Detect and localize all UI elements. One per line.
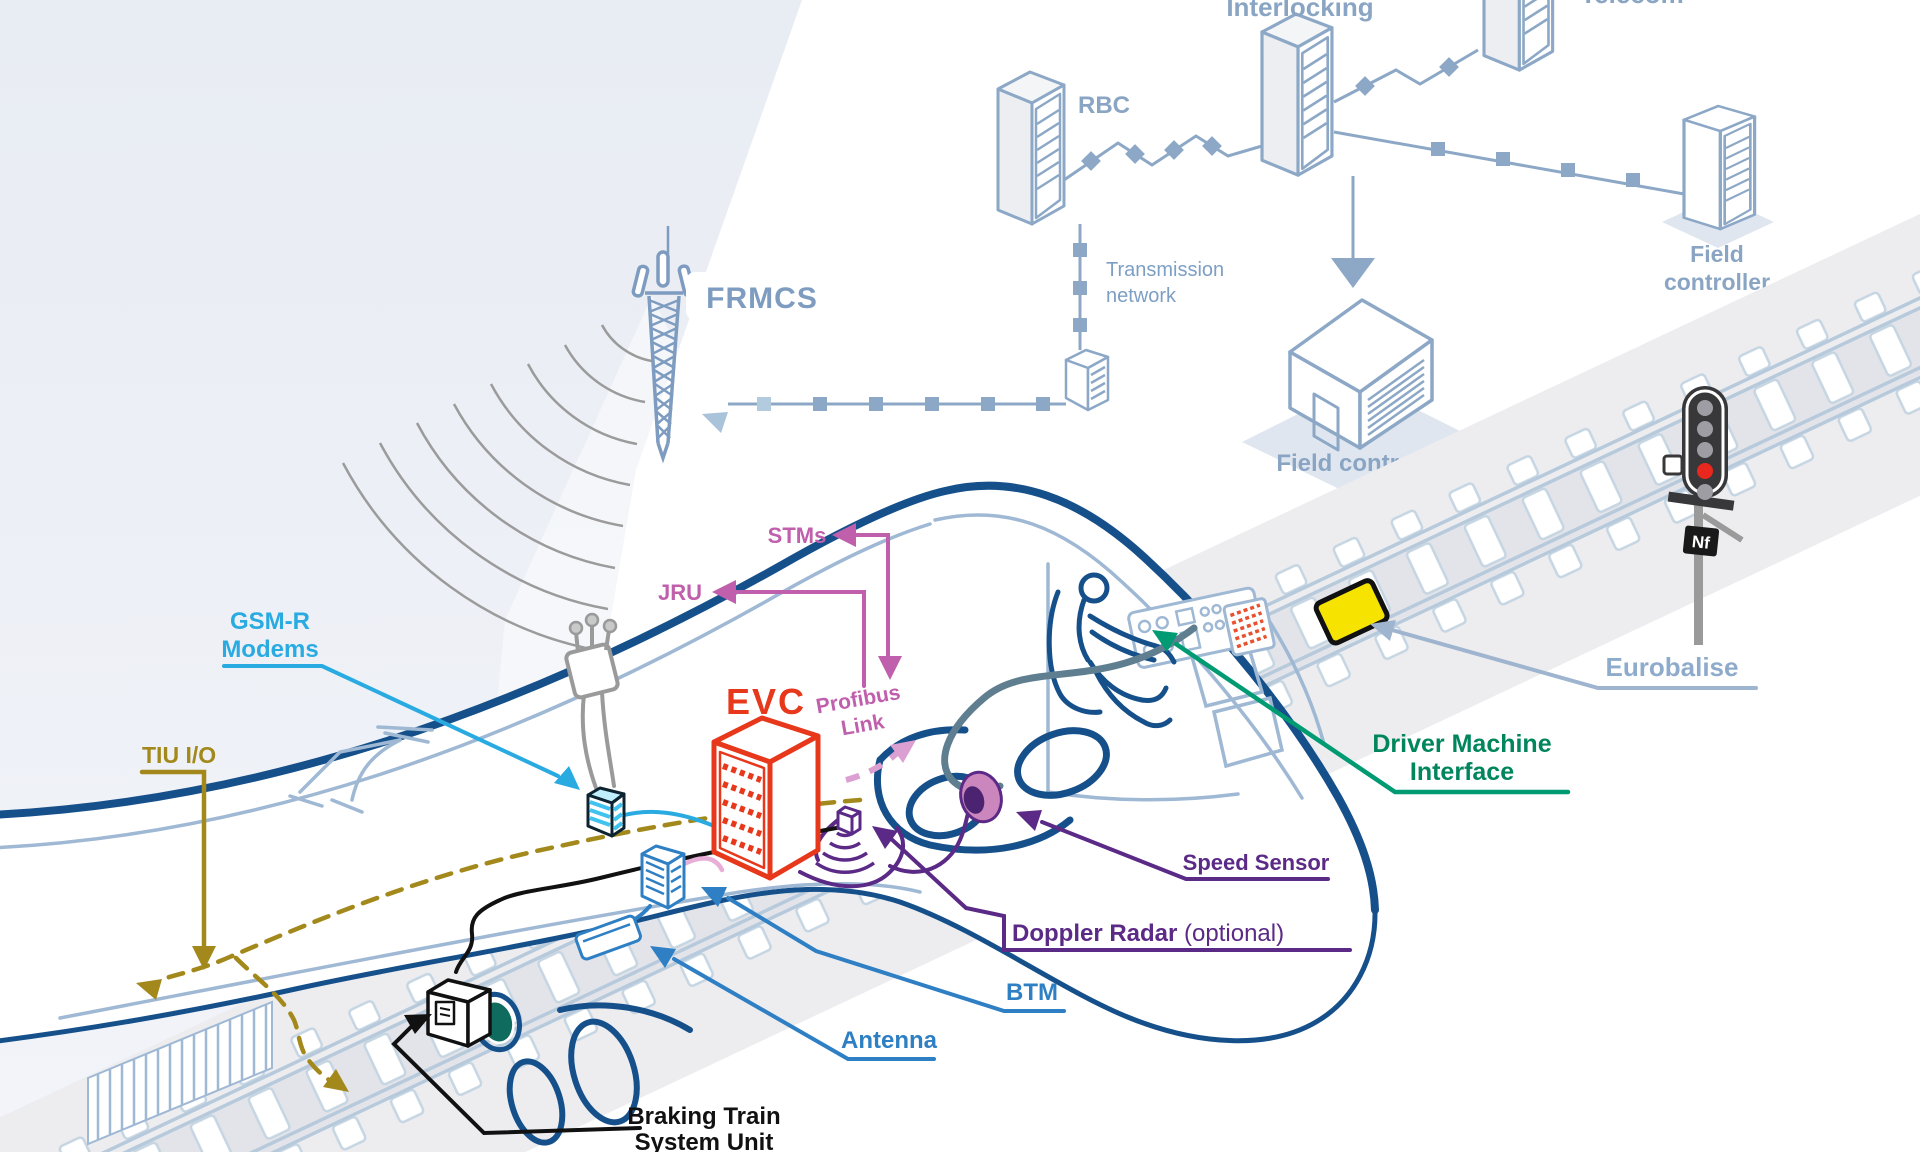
gsmr-pointer — [222, 664, 560, 778]
wheel-icon — [506, 1058, 566, 1146]
braking-unit-icon — [426, 978, 492, 1048]
doppler-arrow-icon — [872, 826, 898, 849]
field-controller-rack-label-1: Field — [1690, 241, 1744, 267]
gsmr-evc-cable — [618, 809, 716, 828]
dmi-pointer — [1173, 641, 1571, 795]
evc-label: EVC — [726, 681, 806, 722]
signal-lamp-off — [1697, 421, 1713, 437]
tiu-pointer — [139, 769, 207, 949]
tiu-branch-right-arrow-icon — [323, 1069, 349, 1092]
braking-pointer — [391, 1024, 642, 1136]
signal-lamp-red — [1697, 463, 1713, 479]
speed-sensor-pointer — [1040, 820, 1330, 881]
doppler-cable — [798, 826, 905, 889]
nf-plate-label: Nf — [1691, 532, 1711, 553]
to-building-arrow-icon — [1331, 258, 1375, 288]
tiu-branch-right — [233, 955, 335, 1085]
wheel-icon — [1014, 727, 1110, 799]
profibus-pointers — [712, 523, 916, 783]
rbc-label: RBC — [1078, 92, 1130, 119]
tiu-bus-dashed — [229, 797, 863, 959]
stm-down-arrow-icon — [878, 656, 902, 680]
btm-arrow-icon — [701, 887, 727, 907]
antenna-arrow-icon — [650, 946, 676, 968]
field-controller-building-icon — [1288, 298, 1434, 452]
nf-plate — [1682, 525, 1720, 557]
btm-label: BTM — [1006, 979, 1058, 1006]
btm-evc-cable — [681, 856, 725, 873]
speed-sensor-arrow-icon — [1016, 810, 1042, 831]
driver-figure-icon — [1046, 572, 1177, 729]
transmission-node-icon — [1064, 348, 1110, 412]
tiu-arrow-icon — [192, 946, 216, 970]
signal-lamp-off — [1697, 400, 1713, 416]
gsmr-modem-icon — [586, 786, 626, 838]
frmcs-label: FRMCS — [706, 282, 818, 315]
eurobalise-pointer — [1390, 628, 1758, 690]
tiu-branch-left-arrow-icon — [136, 979, 162, 1000]
eurobalise-label: Eurobalise — [1606, 652, 1739, 682]
train — [0, 481, 1379, 1146]
interlocking-label: Interlocking — [1226, 0, 1373, 22]
stms-label: STMs — [768, 523, 827, 548]
signal-lamp-off — [1697, 484, 1713, 500]
gsmr-arrow-icon — [554, 766, 580, 790]
btm-unit-icon — [640, 844, 686, 910]
dmi-screen-icon — [1222, 597, 1276, 657]
antenna-pointer — [672, 957, 936, 1061]
doppler-pointer — [886, 834, 1352, 952]
speed-sensor-icon — [959, 770, 1003, 824]
train-underframe-outline — [0, 886, 1378, 1044]
gsmr-modems-label-1: GSM-R — [230, 608, 310, 635]
rbc-server-icon — [996, 70, 1066, 226]
btm-pointer — [726, 896, 1066, 1013]
field-controller-rack-label-2: controller — [1664, 269, 1770, 295]
eurobalise-arrow-icon — [1370, 620, 1396, 641]
speed-sensor-label: Speed Sensor — [1183, 850, 1330, 875]
eurobalise-icon — [1313, 578, 1390, 646]
railway-signal-icon: Nf — [1662, 386, 1744, 645]
balise-antenna-icon — [574, 914, 642, 961]
wheel-icon — [568, 1018, 640, 1126]
profibus-arrow-icon — [890, 740, 916, 763]
dmi-label-1: Driver Machine — [1372, 730, 1551, 758]
doppler-radar-icon — [814, 805, 876, 874]
frmcs-label-box — [686, 272, 836, 320]
train-roof-outline — [0, 481, 1379, 914]
interlocking-server-icon — [1260, 12, 1334, 177]
dmi-arrow-icon — [1152, 630, 1178, 652]
telecom-label: Telecom — [1580, 0, 1684, 9]
to-frmcs-arrow-icon — [702, 412, 728, 433]
transmission-network-label-1: Transmission — [1106, 259, 1224, 281]
cab-window — [1211, 695, 1285, 769]
jru-arrow-icon — [712, 580, 736, 604]
field-controller-server-icon — [1682, 104, 1757, 231]
signal-lamp-off — [1697, 442, 1713, 458]
train-bodyline-2 — [58, 882, 922, 1020]
pantograph-icon — [288, 725, 434, 814]
antenna-label: Antenna — [841, 1027, 938, 1054]
stms-arrow-icon — [832, 523, 856, 547]
transmission-network-label-2: network — [1106, 285, 1177, 307]
tiu-io-label: TIU I/O — [142, 742, 216, 768]
radio-waves-icon — [341, 324, 653, 653]
braking-unit-label-1: Braking Train — [627, 1103, 780, 1130]
gsmr-roof-antenna-icon — [564, 612, 620, 790]
lineside-fence-icon — [87, 1000, 273, 1146]
train-body — [0, 485, 1376, 1041]
telecom-server-icon — [1482, 0, 1555, 72]
profibus-dashed-link — [845, 749, 901, 783]
doppler-radar-label: Doppler Radar (optional) — [1012, 920, 1284, 947]
jru-label: JRU — [658, 580, 702, 605]
train-nose-innerline — [933, 513, 1304, 800]
braking-unit-label-2: System Unit — [635, 1129, 774, 1152]
braking-arrow-icon — [404, 1014, 432, 1034]
dmi-label-2: Interface — [1410, 758, 1514, 786]
link-beads — [757, 57, 1640, 411]
gsmr-modems-label-2: Modems — [221, 636, 318, 663]
evc-cabinet-icon — [711, 715, 821, 881]
trackside-network: RBC Interlocking Telecom Field controlle… — [702, 0, 1774, 500]
